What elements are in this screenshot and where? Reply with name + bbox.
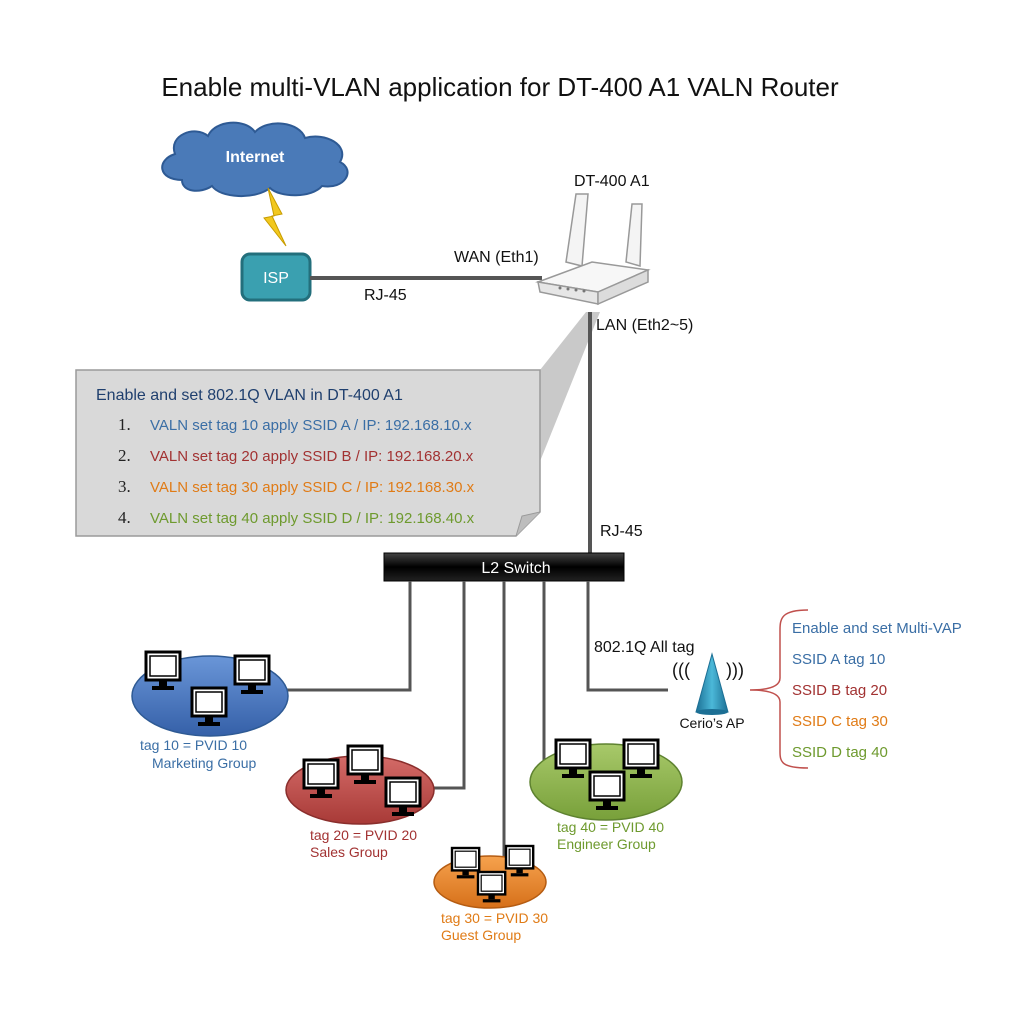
group-tag: tag 10 = PVID 10 bbox=[140, 737, 247, 753]
config-item-text: VALN set tag 10 apply SSID A / IP: 192.1… bbox=[150, 417, 472, 434]
config-item-number: 3. bbox=[118, 477, 131, 496]
wan-label: WAN (Eth1) bbox=[454, 249, 539, 266]
antenna-icon bbox=[695, 652, 729, 713]
group-tag: tag 30 = PVID 30 bbox=[441, 910, 548, 926]
lan-cable-label: RJ-45 bbox=[600, 523, 643, 540]
l2-switch: L2 Switch bbox=[383, 552, 625, 582]
vap-item: SSID D tag 40 bbox=[792, 744, 888, 761]
vap-item: SSID B tag 20 bbox=[792, 682, 887, 699]
config-item-number: 4. bbox=[118, 508, 131, 527]
group-tag: tag 20 = PVID 20 bbox=[310, 827, 417, 843]
vap-title: Enable and set Multi-VAP bbox=[792, 620, 962, 637]
switch-cables bbox=[286, 581, 668, 860]
switch-label: L2 Switch bbox=[481, 560, 550, 577]
isp-box: ISP bbox=[240, 252, 312, 302]
isp-label: ISP bbox=[263, 270, 289, 287]
cable-ap bbox=[586, 581, 668, 692]
group-name: Engineer Group bbox=[557, 836, 656, 852]
router-name: DT-400 A1 bbox=[574, 173, 650, 190]
config-item-text: VALN set tag 40 apply SSID D / IP: 192.1… bbox=[150, 510, 475, 527]
config-item-text: VALN set tag 20 apply SSID B / IP: 192.1… bbox=[150, 448, 474, 465]
group-name: Marketing Group bbox=[152, 755, 256, 771]
ap-uplink-label: 802.1Q All tag bbox=[594, 639, 695, 656]
lightning-icon bbox=[263, 187, 287, 247]
cable-sales bbox=[432, 581, 466, 790]
lan-label: LAN (Eth2~5) bbox=[596, 317, 693, 334]
group-name: Guest Group bbox=[441, 927, 521, 943]
router-icon bbox=[535, 193, 651, 306]
access-point: ((( ))) Cerio’s AP bbox=[672, 652, 745, 731]
group-name: Sales Group bbox=[310, 844, 388, 860]
ap-label: Cerio’s AP bbox=[679, 715, 744, 731]
marketing-group: tag 10 = PVID 10 Marketing Group bbox=[131, 650, 289, 771]
config-item-text: VALN set tag 30 apply SSID C / IP: 192.1… bbox=[150, 479, 475, 496]
vap-items: SSID A tag 10 SSID B tag 20 SSID C tag 30 S… bbox=[792, 651, 888, 761]
wave-left-icon: ((( bbox=[672, 660, 690, 680]
wave-right-icon: ))) bbox=[726, 660, 744, 680]
config-item-number: 1. bbox=[118, 415, 131, 434]
vap-item: SSID C tag 30 bbox=[792, 713, 888, 730]
cable-marketing bbox=[286, 581, 412, 692]
internet-cloud-icon: Internet bbox=[161, 121, 349, 198]
guest-group: tag 30 = PVID 30 Guest Group bbox=[433, 844, 548, 943]
group-tag: tag 40 = PVID 40 bbox=[557, 819, 664, 835]
vap-bracket bbox=[749, 609, 809, 769]
engineer-group: tag 40 = PVID 40 Engineer Group bbox=[529, 738, 683, 852]
config-item-number: 2. bbox=[118, 446, 131, 465]
sales-group: tag 20 = PVID 20 Sales Group bbox=[285, 744, 435, 860]
config-box-title: Enable and set 802.1Q VLAN in DT-400 A1 bbox=[96, 387, 403, 404]
vap-config: Enable and set Multi-VAP SSID A tag 10SS… bbox=[792, 620, 962, 761]
internet-label: Internet bbox=[226, 149, 285, 166]
config-items: 1. VALN set tag 10 apply SSID A / IP: 192… bbox=[118, 415, 475, 527]
diagram-title: Enable multi-VLAN application for DT-400… bbox=[161, 72, 839, 102]
vlan-config-box: Enable and set 802.1Q VLAN in DT-400 A1 … bbox=[75, 369, 541, 537]
vap-item: SSID A tag 10 bbox=[792, 651, 885, 668]
isp-cable-label: RJ-45 bbox=[364, 287, 407, 304]
